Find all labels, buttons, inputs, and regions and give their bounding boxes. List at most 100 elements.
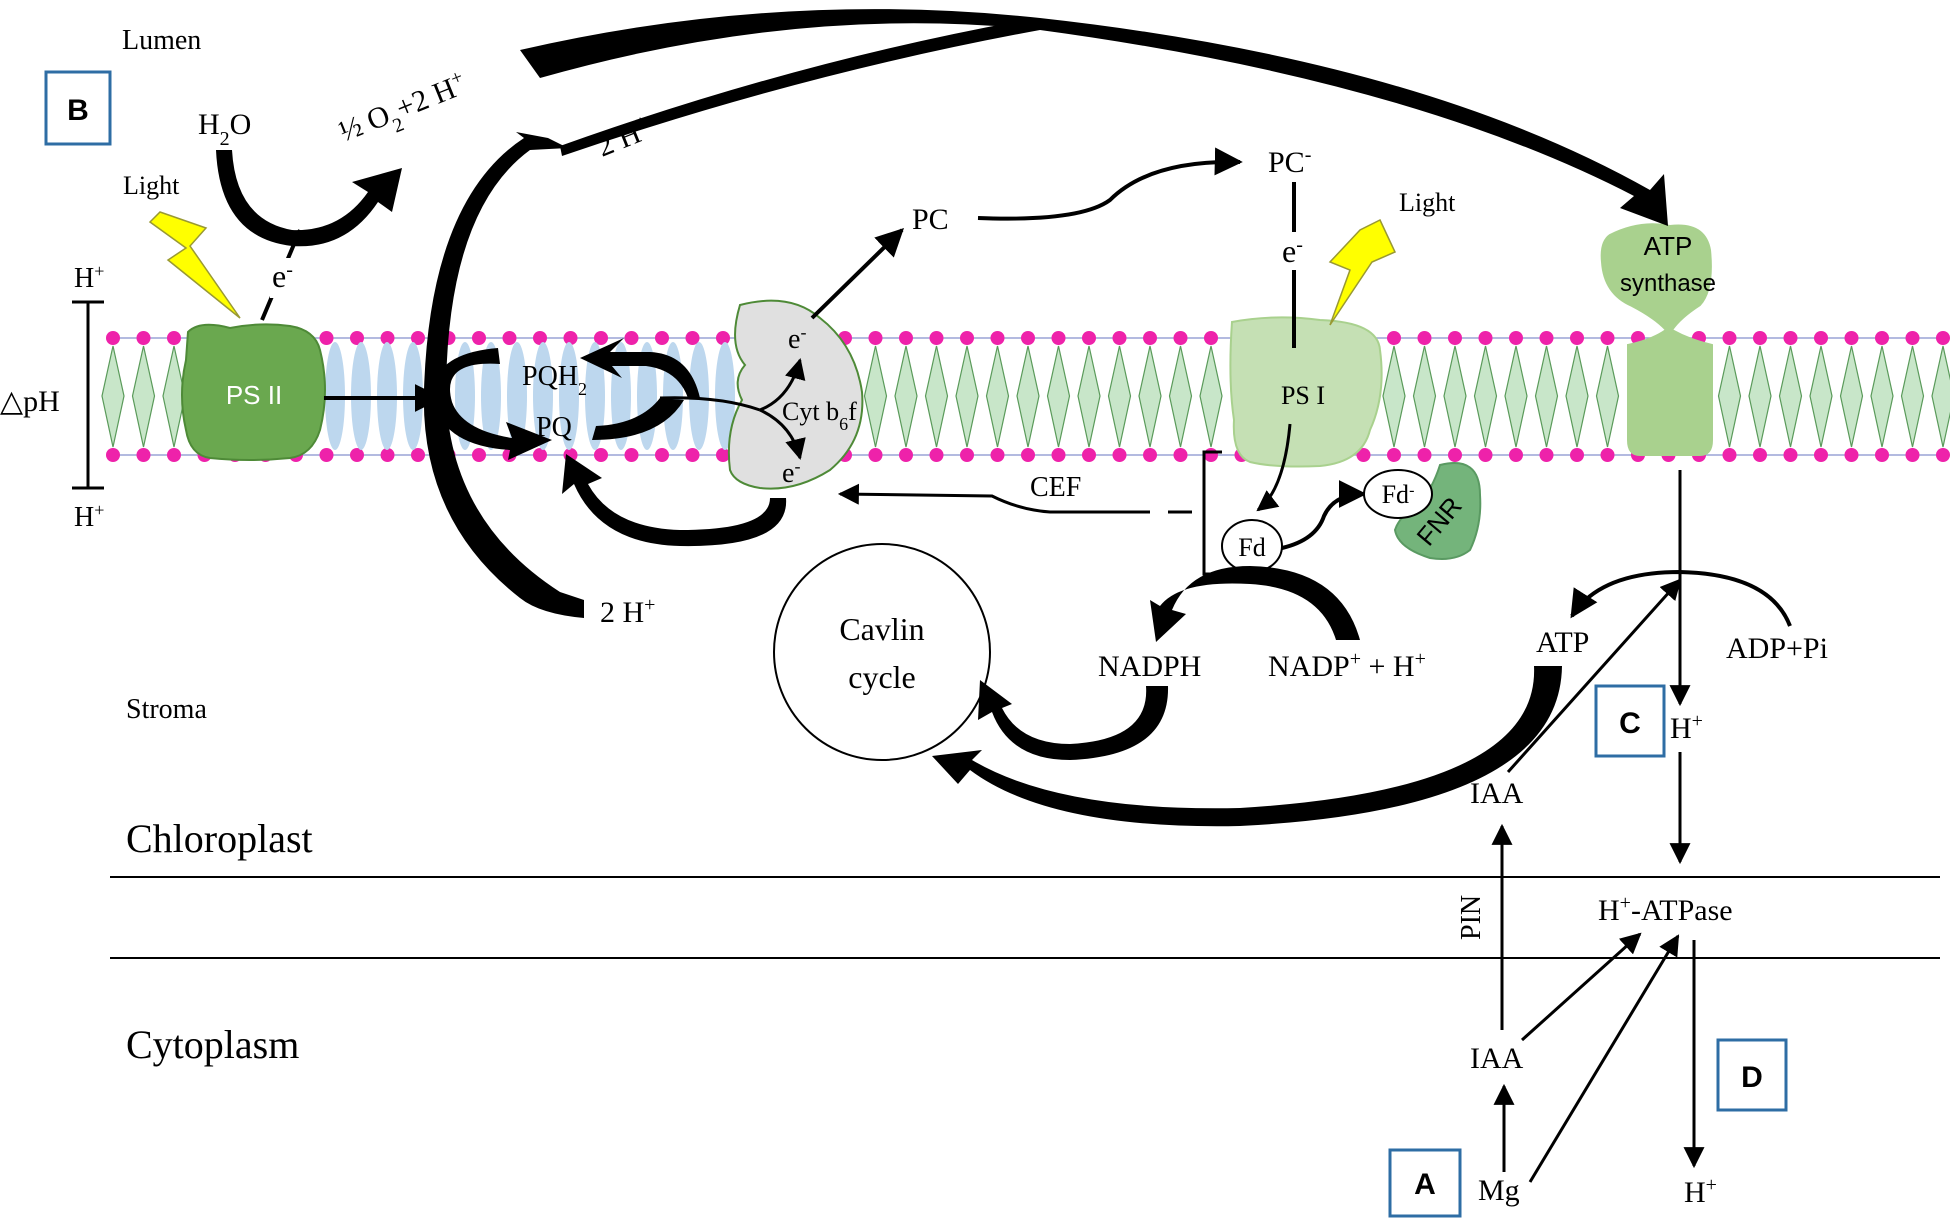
pin-label: PIN — [1456, 895, 1487, 940]
lipid-head — [1570, 331, 1584, 345]
cytoplasm-label: Cytoplasm — [126, 1022, 299, 1067]
lipid-head — [563, 331, 578, 345]
lipid-tail — [1534, 345, 1559, 448]
nadph-label: NADPH — [1098, 650, 1201, 683]
electron-psii: e- — [272, 258, 293, 294]
lipid-head — [472, 448, 486, 462]
lipid-head — [380, 448, 395, 462]
lipid-tail — [1199, 345, 1223, 448]
lipid-tail — [863, 345, 888, 448]
lipid-head — [1143, 448, 1157, 462]
cyt-to-pc-arrow — [810, 228, 905, 320]
svg-text:B: B — [67, 94, 89, 127]
lipid-head — [1143, 331, 1157, 345]
light-label-left: Light — [123, 171, 180, 200]
lipid-tail — [1168, 345, 1193, 448]
lipid-head — [960, 448, 974, 462]
lipid-tail — [1382, 345, 1406, 448]
lipid-tail — [1839, 345, 1864, 448]
light-label-right: Light — [1399, 188, 1456, 217]
lipid-head — [1417, 331, 1432, 345]
lipid-head — [1417, 448, 1432, 462]
fd-minus-node — [1363, 469, 1433, 519]
pq-cycle-arrow-left — [433, 348, 552, 460]
pq-pool-lipid — [585, 342, 605, 450]
lipid-head — [990, 331, 1005, 345]
electron-cyt-top: e- — [788, 322, 806, 355]
h-atpase-label: H+-ATPase — [1598, 892, 1733, 927]
o2-label: ½ O2+2 H+ — [334, 66, 475, 157]
lipid-tail — [955, 345, 979, 448]
lipid-head — [350, 448, 364, 462]
panel-b-box: B — [44, 70, 112, 146]
stroma-2h-label: 2 H+ — [600, 594, 655, 629]
pq-pool-lipid — [507, 342, 527, 450]
pqh2-label: PQH2 — [522, 361, 587, 399]
lipid-head — [1875, 331, 1889, 345]
lipid-head — [1539, 448, 1554, 462]
lipid-head — [1112, 331, 1127, 345]
lipid-head — [594, 448, 608, 462]
lipid-head — [106, 331, 120, 345]
lipid-head — [1844, 448, 1859, 462]
lipid-tail — [1717, 345, 1742, 448]
pc-to-pc-minus-arrow — [977, 147, 1243, 221]
atp-synthase-label-2: synthase — [1620, 270, 1716, 297]
lipid-head — [624, 331, 639, 345]
iaa-chloroplast-label: IAA — [1470, 777, 1524, 810]
water-split-arrow — [216, 150, 402, 247]
lipid-head — [319, 448, 334, 462]
lipid-head — [1051, 448, 1066, 462]
lipid-tail — [1809, 345, 1833, 448]
lumen-label: Lumen — [122, 25, 201, 56]
lipid-head — [899, 331, 913, 345]
lipid-head — [685, 448, 700, 462]
lipid-head — [1600, 331, 1615, 345]
lipid-head — [1783, 331, 1798, 345]
lipid-head — [1905, 448, 1920, 462]
lipid-head — [1783, 448, 1798, 462]
lightning-icon-left — [148, 211, 241, 319]
lipid-head — [1448, 448, 1462, 462]
pq-pool-lipid — [715, 342, 735, 450]
lipid-head — [167, 448, 181, 462]
lipid-head — [1936, 448, 1950, 462]
lipid-head — [136, 448, 151, 462]
nadph-to-calvin-arrow — [978, 680, 1169, 760]
lipid-tail — [101, 345, 125, 448]
lipid-head — [1600, 448, 1615, 462]
svg-text:½ O2+2 H+: ½ O2+2 H+ — [334, 66, 475, 157]
lipid-tail — [1565, 345, 1589, 448]
h2o-label: H2O — [198, 108, 251, 150]
lipid-head — [1173, 331, 1188, 345]
lipid-head — [1082, 331, 1096, 345]
iaa-to-atp-synthesis-arrow — [1506, 578, 1682, 774]
lipid-head — [411, 331, 425, 345]
lipid-tail — [985, 345, 1010, 448]
lipid-tail — [1443, 345, 1467, 448]
lipid-head — [411, 448, 425, 462]
lipid-head — [594, 331, 608, 345]
stroma-h-label: H+ — [1670, 710, 1703, 745]
lipid-tails — [101, 345, 1950, 448]
lipid-head — [1021, 448, 1035, 462]
lipid-tail — [1595, 345, 1620, 448]
lipid-head — [533, 448, 547, 462]
lipid-head — [1936, 331, 1950, 345]
lightning-icon-right — [1328, 218, 1397, 326]
lipid-head — [868, 448, 883, 462]
lipid-head — [1722, 448, 1737, 462]
lipid-head — [1082, 448, 1096, 462]
lipid-tail — [1046, 345, 1071, 448]
electron-cyt-bottom: e- — [782, 456, 800, 489]
cyt-b6f-complex — [727, 299, 864, 490]
panel-a-box: A — [1388, 1148, 1462, 1218]
lipid-head — [502, 331, 517, 345]
lipid-head — [1509, 331, 1523, 345]
lipid-head — [106, 448, 120, 462]
lipid-head — [1387, 331, 1401, 345]
lipid-tail — [1473, 345, 1498, 448]
lipid-head — [1387, 448, 1401, 462]
lipid-head — [319, 331, 334, 345]
